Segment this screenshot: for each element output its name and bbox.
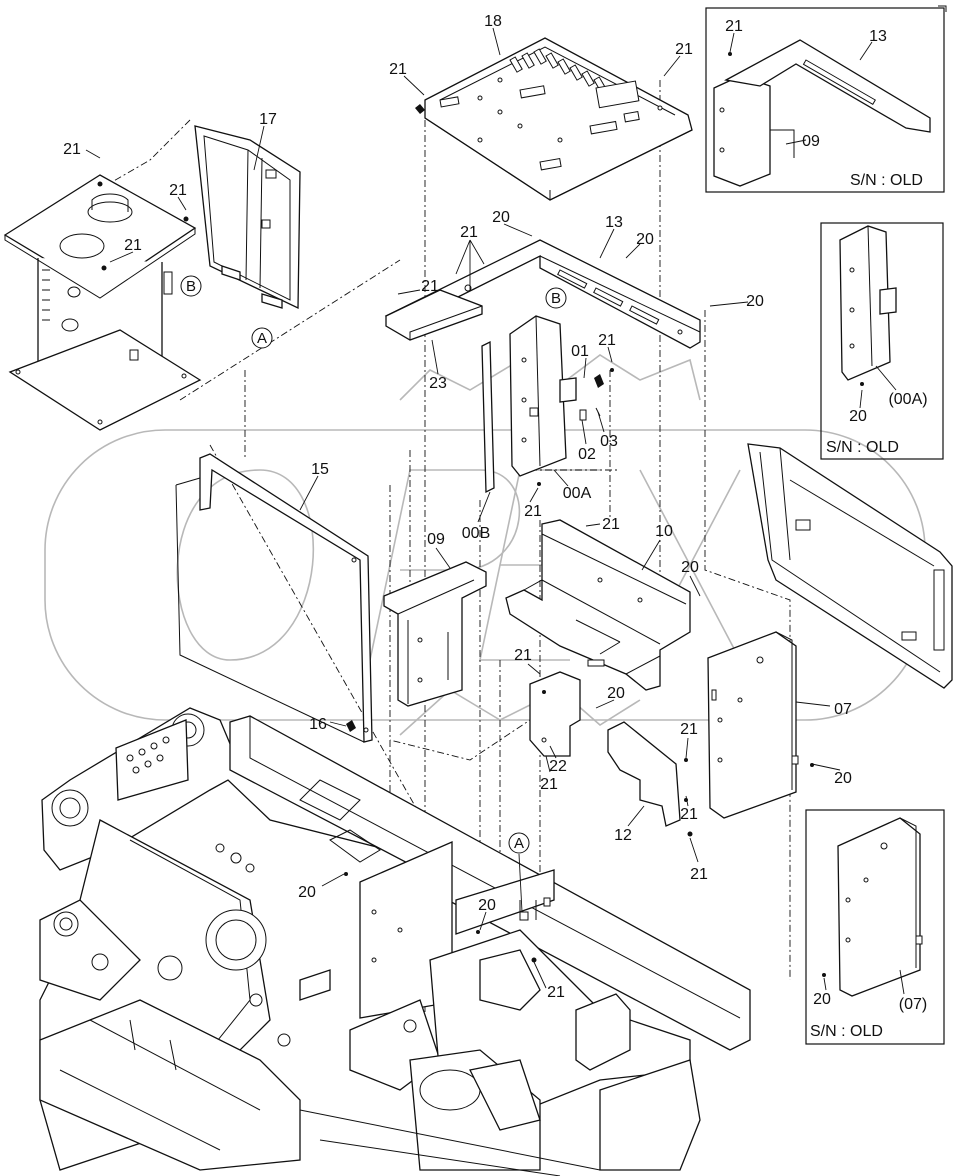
callout-c-21-k: 21 xyxy=(514,647,532,664)
callout-c-21-i: 21 xyxy=(524,503,542,520)
callout-c-12: 12 xyxy=(614,827,632,844)
part-09-bracket[interactable] xyxy=(383,561,487,707)
callout-c-16: 16 xyxy=(309,716,327,733)
ref-letter-ref-a-frame: A xyxy=(514,835,524,852)
callout-c-21-b: 21 xyxy=(675,41,693,58)
part-12-baffle[interactable] xyxy=(607,721,693,837)
callout-c-09-mid: 09 xyxy=(427,531,445,548)
callout-c-13-mid: 13 xyxy=(605,214,623,231)
callout-c-20-e: 20 xyxy=(607,685,625,702)
inset-00a-note: S/N : OLD xyxy=(826,439,899,456)
ref-circle-ref-b-tank: B xyxy=(180,275,202,297)
callout-c-23: 23 xyxy=(429,375,447,392)
inset-00a-box: S/N : OLD xyxy=(820,222,944,460)
callout-c-21-f: 21 xyxy=(460,224,478,241)
callout-c-01: 01 xyxy=(571,343,589,360)
callout-c-21-a: 21 xyxy=(389,61,407,78)
part-00a-plate[interactable] xyxy=(509,315,614,486)
callout-c-21-l: 21 xyxy=(680,721,698,738)
callout-c-21-e: 21 xyxy=(124,237,142,254)
ref-letter-ref-a-17: A xyxy=(257,330,267,347)
part-18-top-cover[interactable] xyxy=(415,37,693,201)
callout-c-00a: 00A xyxy=(563,485,592,502)
callout-i1-09: 09 xyxy=(802,133,820,150)
callout-i3-07: (07) xyxy=(899,996,927,1013)
callout-c-20-g: 20 xyxy=(298,884,316,901)
hydraulic-tank[interactable] xyxy=(3,174,202,431)
reference-circles: B A B A xyxy=(180,275,567,854)
inset-13-note: S/N : OLD xyxy=(850,172,923,189)
callout-c-21-d: 21 xyxy=(169,182,187,199)
inset-07-note: S/N : OLD xyxy=(810,1023,883,1040)
ref-letter-ref-b-tank: B xyxy=(186,278,196,295)
part-22-plate[interactable] xyxy=(529,671,581,757)
ref-circle-ref-a-17: A xyxy=(251,327,273,349)
callout-c-20-c: 20 xyxy=(746,293,764,310)
callout-i2-20: 20 xyxy=(849,408,867,425)
callout-i3-20: 20 xyxy=(813,991,831,1008)
part-10-channel[interactable] xyxy=(505,519,691,691)
frame-holes xyxy=(126,736,170,774)
part-23-bracket[interactable] xyxy=(385,289,483,341)
corner-mark xyxy=(938,5,947,12)
callout-c-15: 15 xyxy=(311,461,329,478)
inset-13-box: S/N : OLD xyxy=(705,7,945,193)
ref-ring-ref-a-frame xyxy=(508,832,530,854)
callout-c-22: 22 xyxy=(549,758,567,775)
callout-c-21-g: 21 xyxy=(421,278,439,295)
ref-ring-ref-b-tank xyxy=(180,275,202,297)
callout-c-18-top: 18 xyxy=(484,13,502,30)
callout-c-21-m: 21 xyxy=(540,776,558,793)
callout-c-00b: 00B xyxy=(462,525,490,542)
part-17-grill-door[interactable] xyxy=(194,125,301,310)
part-00b-strip[interactable] xyxy=(481,340,495,494)
part-15-panel[interactable] xyxy=(175,453,373,743)
callout-c-21-o: 21 xyxy=(690,866,708,883)
leader-lines xyxy=(85,27,841,989)
callout-c-21-p: 21 xyxy=(547,984,565,1001)
callout-c-20-d: 20 xyxy=(681,559,699,576)
callout-c-07-mid: 07 xyxy=(834,701,852,718)
callout-i1-13: 13 xyxy=(869,28,887,45)
callout-c-10: 10 xyxy=(655,523,673,540)
callout-c-21-j: 21 xyxy=(602,516,620,533)
callout-c-20-b: 20 xyxy=(636,231,654,248)
callout-c-02: 02 xyxy=(578,446,596,463)
ref-ring-ref-a-17 xyxy=(251,327,273,349)
ref-ring-ref-b-00a xyxy=(545,287,567,309)
callout-c-21-c: 21 xyxy=(63,141,81,158)
callout-c-21-n: 21 xyxy=(680,806,698,823)
ref-circle-ref-b-00a: B xyxy=(545,287,567,309)
side-grill-door[interactable] xyxy=(747,443,953,689)
callout-c-20-a: 20 xyxy=(492,209,510,226)
ref-letter-ref-b-00a: B xyxy=(551,290,561,307)
main-frame[interactable] xyxy=(39,707,751,1176)
inset-labels: 21 13 09 20 (00A) 20 (07) xyxy=(725,18,927,1013)
callout-c-17: 17 xyxy=(259,111,277,128)
ref-circle-ref-a-frame: A xyxy=(508,832,530,854)
top-cover-slots xyxy=(439,48,663,171)
callout-c-20-f: 20 xyxy=(834,770,852,787)
part-07-side-plate[interactable] xyxy=(707,631,814,819)
callout-i1-21: 21 xyxy=(725,18,743,35)
callout-c-21-h: 21 xyxy=(598,332,616,349)
callout-c-03: 03 xyxy=(600,433,618,450)
callout-c-20-h: 20 xyxy=(478,897,496,914)
inset-07-box: S/N : OLD xyxy=(805,809,945,1045)
callout-i2-00a: (00A) xyxy=(888,391,927,408)
